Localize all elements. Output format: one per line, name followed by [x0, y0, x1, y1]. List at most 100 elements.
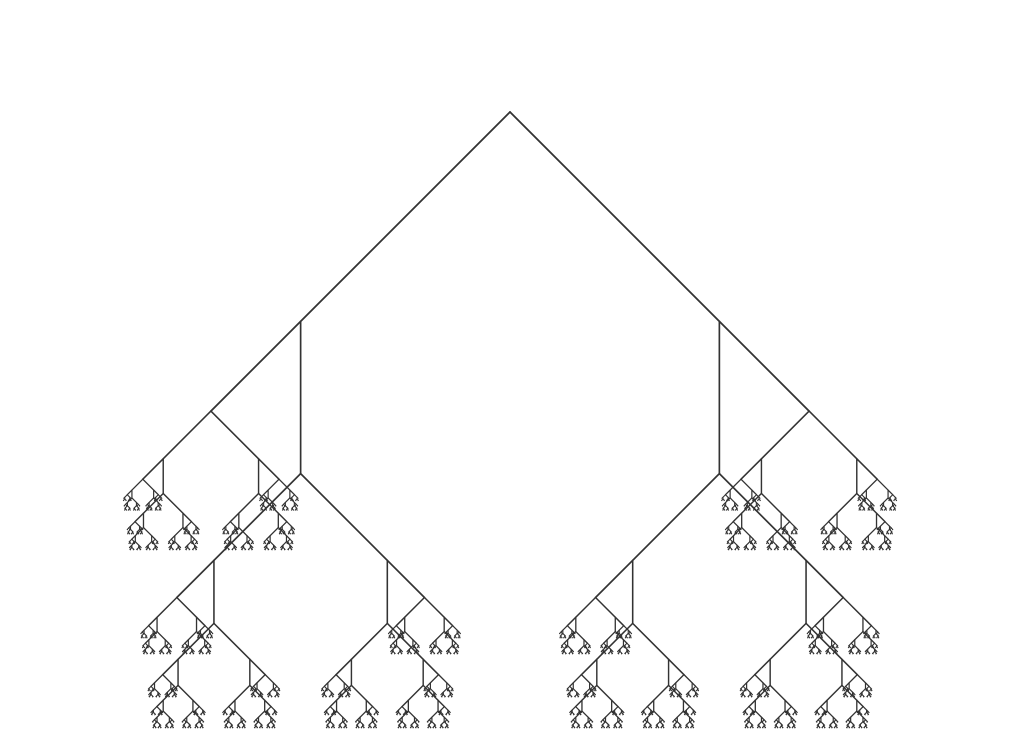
tree-branch	[783, 541, 790, 548]
tree-branch	[148, 645, 155, 652]
tree-branch	[264, 673, 278, 687]
tree-branch	[193, 705, 200, 713]
tree-branch	[584, 688, 591, 695]
tree-branch	[566, 596, 597, 627]
tree-branch	[395, 625, 404, 633]
tree-branch	[757, 688, 764, 695]
tree-branch	[128, 521, 136, 529]
tree-branch	[199, 645, 206, 652]
tree-branch	[743, 705, 750, 713]
tree-branch	[183, 710, 194, 721]
tree-branch	[142, 410, 212, 480]
tree-branch	[327, 688, 334, 695]
tree-branch	[282, 497, 291, 505]
tree-branch	[805, 622, 859, 676]
tree-branch	[213, 622, 266, 676]
tree-branch	[435, 645, 442, 652]
tree-branch	[162, 492, 193, 523]
tree-branch	[338, 721, 344, 726]
tree-branch	[225, 710, 236, 721]
tree-branch	[721, 494, 727, 499]
tree-branch	[223, 521, 231, 529]
tree-branch	[748, 684, 771, 708]
tree-branch	[281, 541, 288, 548]
tree-branch	[153, 710, 164, 721]
tree-branch	[847, 710, 858, 721]
tree-branch	[209, 111, 511, 413]
tree-branch	[392, 630, 406, 644]
tree-branch	[395, 596, 426, 627]
tree-branch	[154, 494, 159, 499]
tree-branch	[754, 622, 807, 676]
tree-branch	[724, 494, 730, 499]
tree-branch	[606, 645, 613, 652]
tree-branch	[156, 630, 170, 644]
tree-branch	[165, 688, 172, 695]
tree-branch	[870, 625, 879, 633]
tree-branch	[278, 478, 296, 496]
tree-branch	[131, 497, 139, 505]
tree-branch	[267, 688, 274, 695]
tree-branch	[236, 721, 242, 726]
tree-branch	[610, 710, 622, 721]
tree-branch	[850, 721, 855, 726]
tree-branch	[644, 710, 655, 721]
tree-branch	[876, 478, 894, 496]
tree-branch	[156, 684, 179, 708]
tree-branch	[814, 645, 821, 652]
tree-branch	[165, 721, 170, 726]
tree-branch	[850, 630, 864, 644]
tree-branch	[156, 705, 163, 713]
tree-branch	[839, 541, 846, 548]
tree-branch	[446, 645, 453, 652]
tree-branch	[828, 541, 835, 548]
tree-branch	[147, 596, 178, 627]
tree-branch	[814, 596, 844, 627]
tree-branch	[426, 673, 440, 687]
tree-branch	[617, 705, 624, 713]
tree-branch	[187, 645, 194, 652]
tree-branch	[134, 492, 164, 523]
tree-branch	[142, 526, 156, 540]
tree-branch	[401, 684, 424, 708]
tree-branch	[778, 721, 784, 726]
tree-branch	[769, 684, 793, 708]
tree-branch	[198, 705, 205, 713]
tree-branch	[329, 684, 353, 708]
tree-branch	[612, 705, 619, 713]
tree-branch	[429, 688, 436, 695]
tree-branch	[732, 541, 739, 548]
tree-branch	[386, 622, 440, 676]
tree-branch	[646, 705, 653, 713]
tree-branch	[856, 492, 886, 523]
tree-branch	[862, 630, 876, 644]
tree-branch	[614, 630, 628, 644]
tree-branch	[404, 630, 418, 644]
tree-branch	[210, 410, 280, 480]
tree-branch	[509, 111, 811, 413]
tree-branch	[602, 710, 613, 721]
tree-branch	[581, 710, 592, 721]
tree-branch	[575, 630, 589, 644]
tree-branch	[134, 541, 141, 548]
tree-branch	[790, 705, 797, 713]
tree-branch	[862, 705, 869, 713]
tree-branch	[892, 494, 897, 499]
tree-branch	[407, 645, 414, 652]
tree-branch	[423, 596, 454, 627]
tree-branch	[820, 705, 827, 713]
tree-branch	[824, 526, 838, 540]
tree-branch	[865, 645, 872, 652]
tree-branch	[856, 673, 870, 687]
tree-branch	[760, 492, 791, 523]
tree-branch	[861, 494, 866, 499]
tree-branch	[223, 705, 230, 713]
tree-branch	[194, 721, 200, 726]
tree-branch	[279, 521, 288, 529]
tree-branch	[841, 684, 864, 708]
tree-branch	[673, 710, 685, 721]
tree-branch	[826, 710, 837, 721]
tree-branch	[875, 526, 889, 540]
tree-branch	[265, 705, 272, 713]
tree-branch	[686, 688, 693, 695]
